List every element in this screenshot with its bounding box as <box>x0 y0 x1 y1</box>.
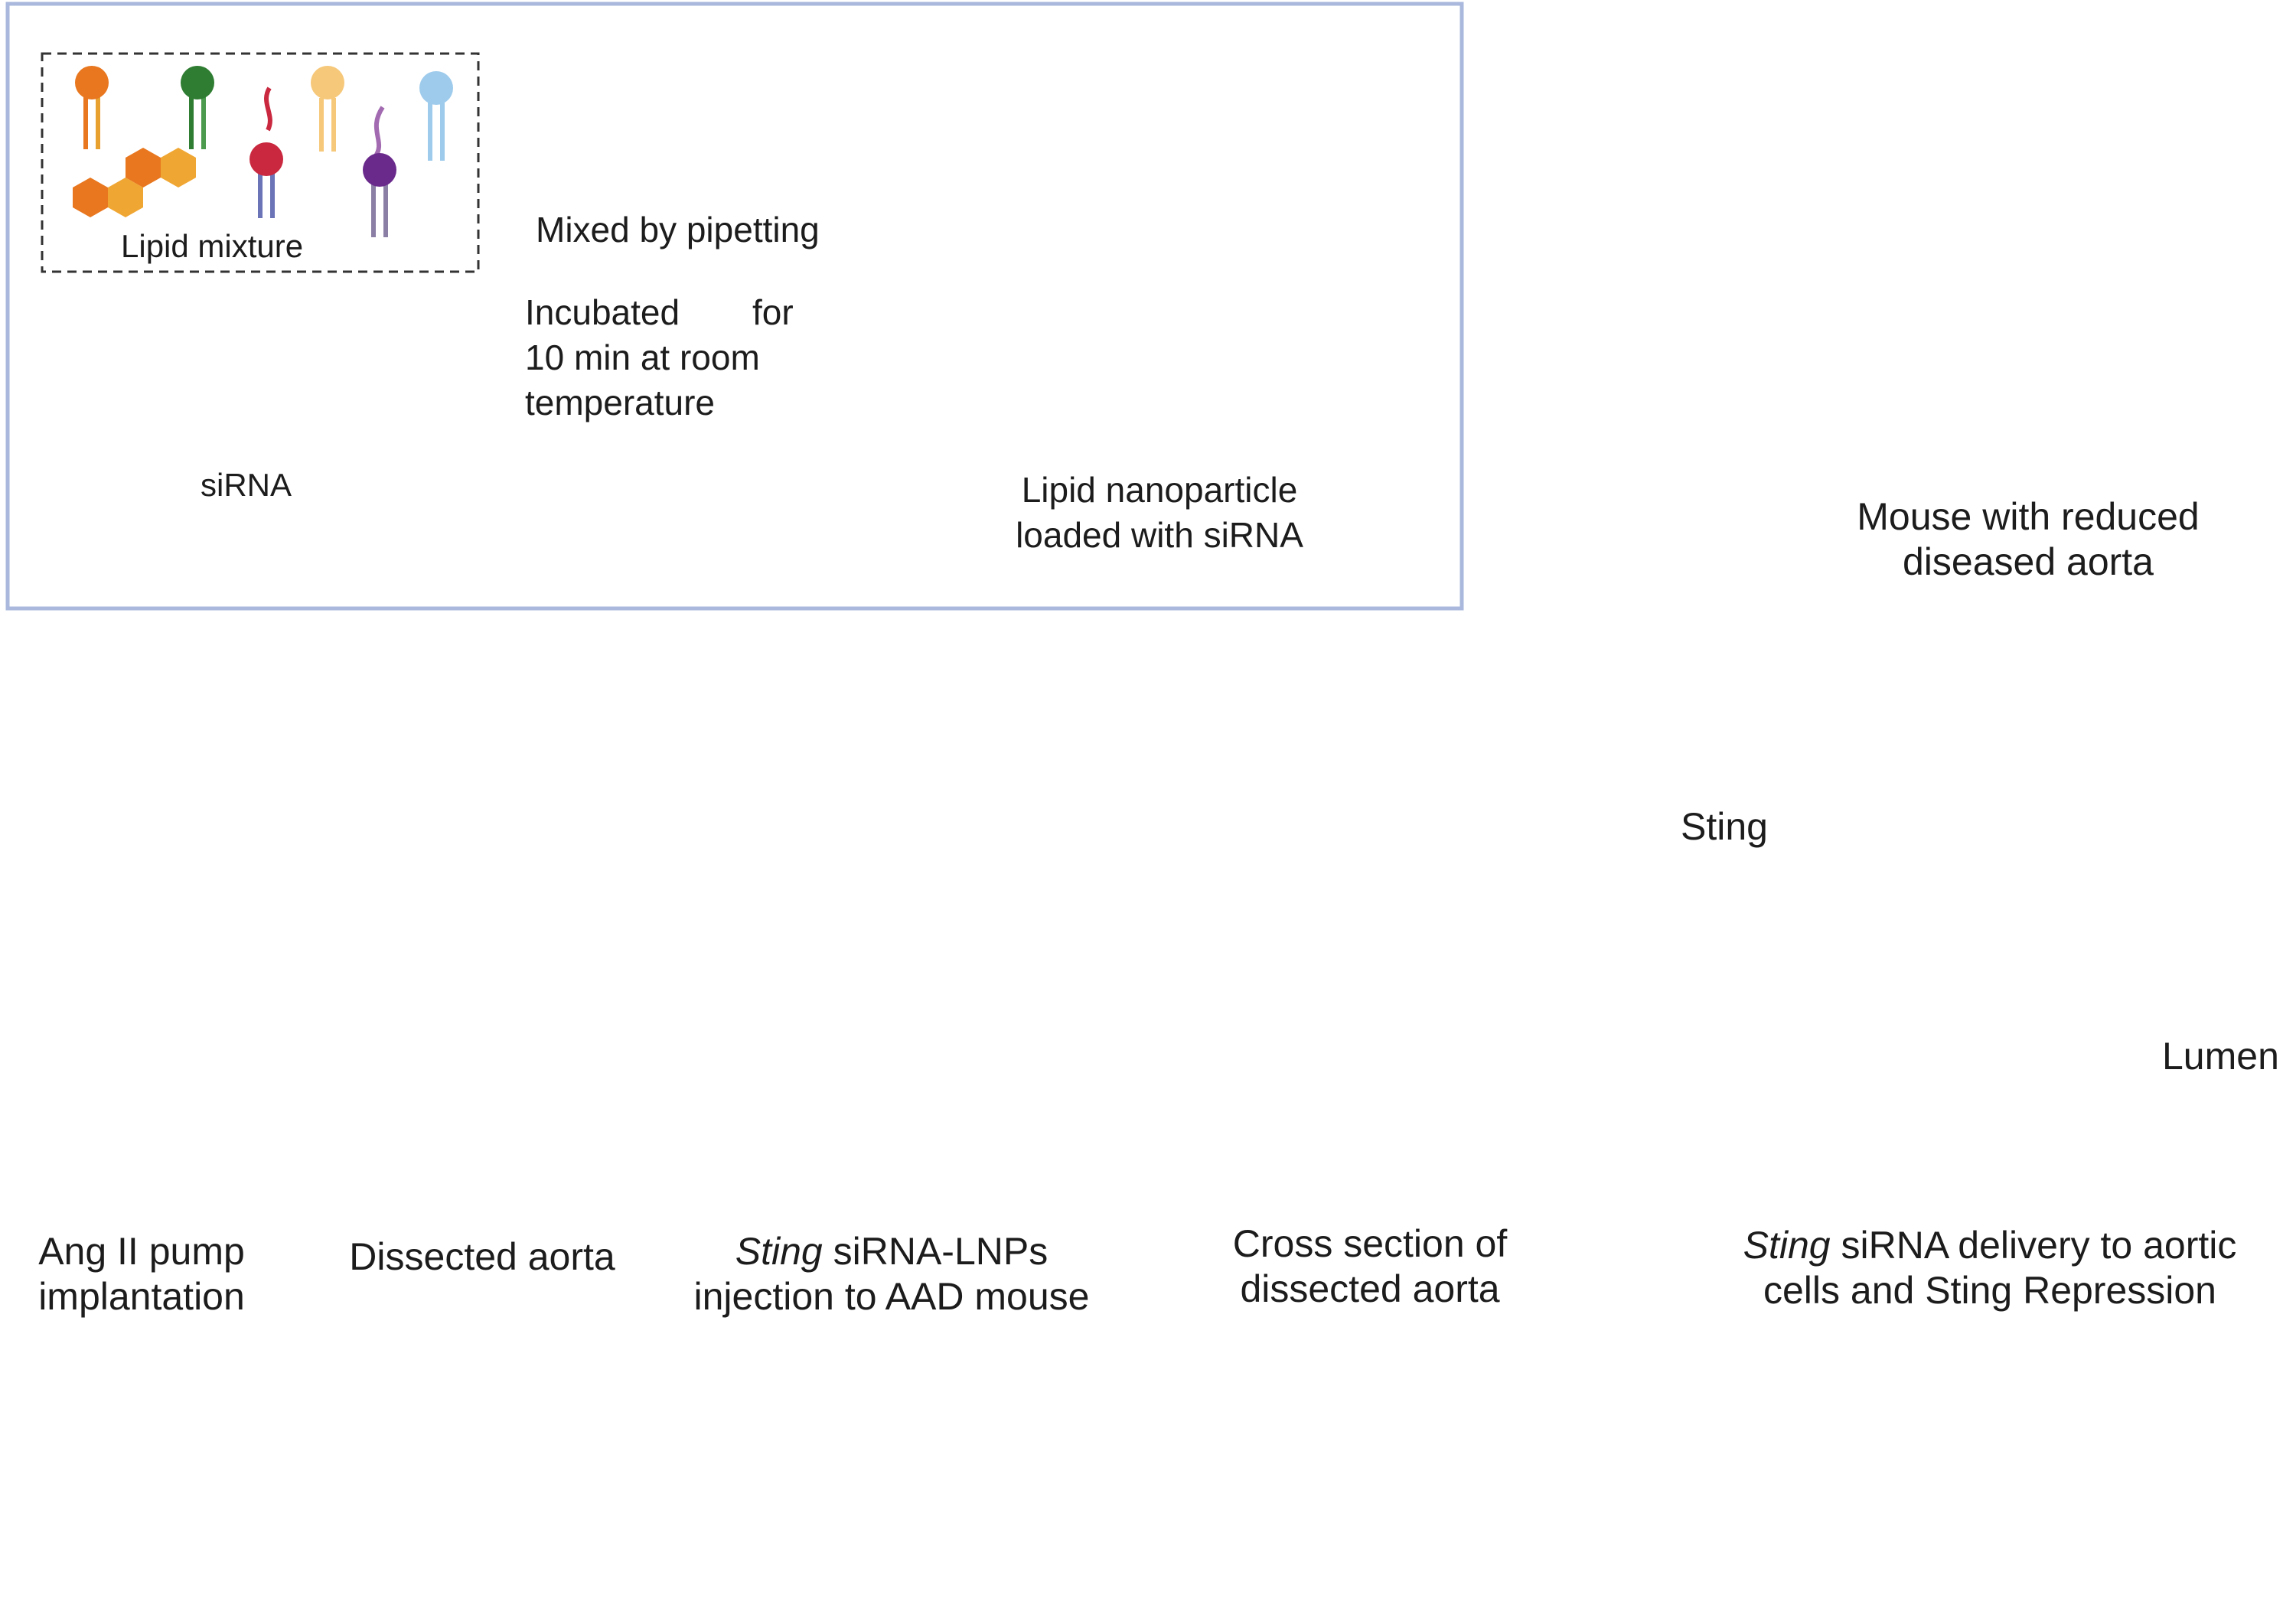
result-label-line2: diseased aorta <box>1902 540 2154 583</box>
lipid-mixture-box <box>41 52 480 273</box>
lumen-label: Lumen <box>2162 1035 2279 1078</box>
sirna-label: siRNA <box>201 467 292 503</box>
incubation-temperature: temperature <box>525 383 716 422</box>
step3-caption-line2: injection to AAD mouse <box>693 1275 1090 1318</box>
lnp-label-line1: Lipid nanoparticle <box>1021 470 1298 510</box>
step5-caption-line2: cells and Sting Repression <box>1763 1269 2216 1312</box>
for-word: for <box>752 292 794 332</box>
step2-caption: Dissected aorta <box>349 1235 615 1278</box>
step4-caption-line1: Cross section of <box>1232 1222 1508 1265</box>
step3-caption-rest: siRNA-LNPs <box>822 1230 1049 1273</box>
panel-border <box>5 2 1464 611</box>
step5-caption-line1: Sting siRNA delivery to aortic <box>1684 1222 2296 1269</box>
incubation-time: 10 min at room <box>525 338 760 377</box>
lnp-label-line2: loaded with siRNA <box>1016 515 1303 555</box>
step1-caption-line1: Ang II pump <box>38 1230 245 1273</box>
step4-caption-line2: dissected aorta <box>1240 1267 1500 1310</box>
step3-caption-line1: Sting siRNA-LNPs <box>658 1228 1125 1275</box>
result-label-line1: Mouse with reduced <box>1857 495 2200 538</box>
lipid-mixture-label: Lipid mixture <box>121 228 304 264</box>
step5-caption-rest: siRNA delivery to aortic <box>1830 1224 2237 1267</box>
mixed-by-pipetting-label: Mixed by pipetting <box>536 210 820 249</box>
lnp-preparation-panel <box>5 2 1464 611</box>
step1-caption-line2: implantation <box>38 1275 245 1318</box>
gene-name: Sting <box>1743 1224 1831 1267</box>
lipid-molecules-icon <box>73 66 453 237</box>
gene-name: Sting <box>735 1230 823 1273</box>
incubated-word: Incubated <box>525 292 680 332</box>
sting-label: Sting <box>1681 805 1768 848</box>
